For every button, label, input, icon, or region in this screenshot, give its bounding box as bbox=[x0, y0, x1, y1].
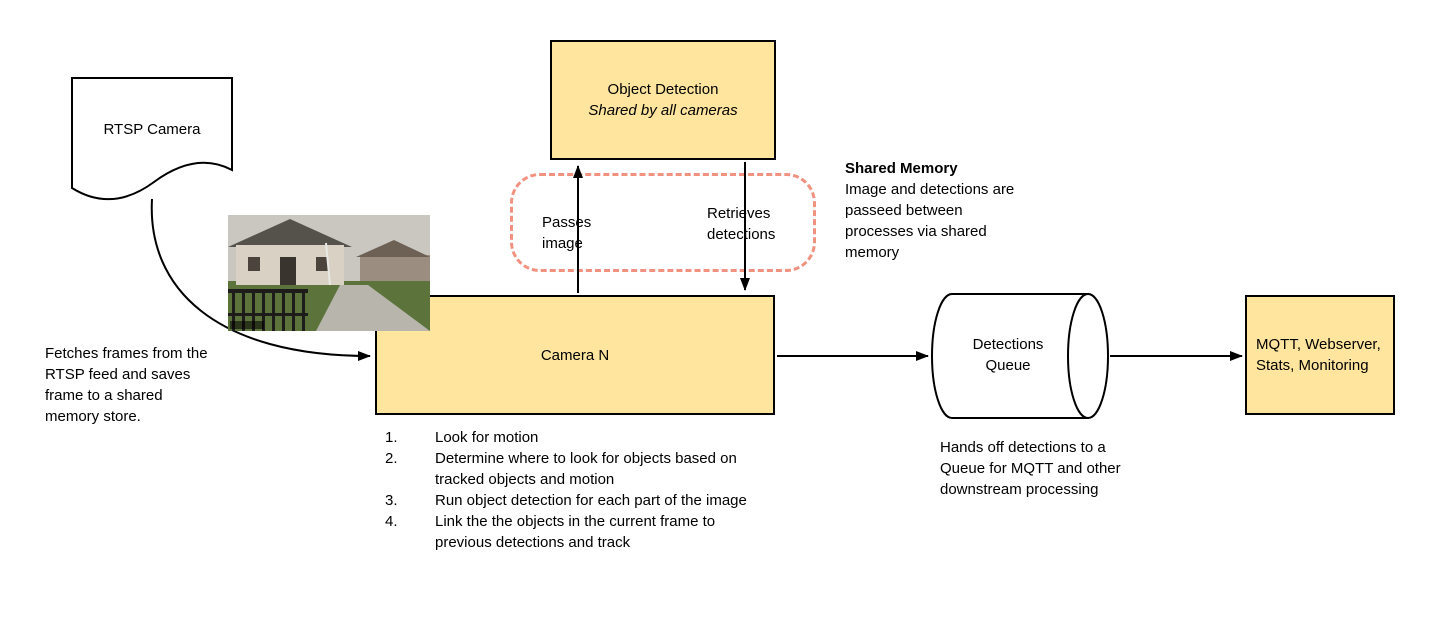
step-text: Run object detection for each part of th… bbox=[435, 492, 747, 509]
photo-door bbox=[280, 257, 296, 285]
camera-step-item: 1. Look for motion bbox=[385, 427, 785, 448]
photo-timestamp-overlay bbox=[230, 321, 264, 329]
mqtt-webserver-node: MQTT, Webserver, Stats, Monitoring bbox=[1245, 295, 1395, 415]
shared-memory-note: Shared Memory Image and detections are p… bbox=[845, 158, 1030, 263]
shared-memory-note-body: Image and detections are passeed between… bbox=[845, 181, 1015, 261]
step-text: Look for motion bbox=[435, 429, 539, 446]
detections-queue-label: Detections Queue bbox=[972, 336, 1044, 374]
object-detection-title: Object Detection bbox=[607, 81, 719, 98]
shared-memory-note-title: Shared Memory bbox=[845, 160, 958, 177]
camera-step-item: 3. Run object detection for each part of… bbox=[385, 490, 785, 511]
camera-n-label: Camera N bbox=[540, 346, 610, 364]
hands-off-note: Hands off detections to a Queue for MQTT… bbox=[940, 439, 1121, 498]
fetches-frames-note: Fetches frames from the RTSP feed and sa… bbox=[45, 345, 208, 425]
shared-memory-dashed-region bbox=[510, 173, 816, 272]
step-text: Determine where to look for objects base… bbox=[435, 450, 737, 488]
step-text: Link the the objects in the current fram… bbox=[435, 513, 716, 551]
passes-image-label: Passes image bbox=[542, 214, 592, 252]
object-detection-subtitle: Shared by all cameras bbox=[588, 102, 738, 119]
retrieves-detections-label: Retrieves detections bbox=[707, 205, 776, 243]
mqtt-webserver-label: MQTT, Webserver, Stats, Monitoring bbox=[1256, 336, 1381, 374]
step-number: 1. bbox=[385, 429, 398, 446]
camera-n-node: Camera N bbox=[375, 295, 775, 415]
camera-step-item: 4. Link the the objects in the current f… bbox=[385, 511, 785, 553]
detections-queue-cylinder-end bbox=[1067, 293, 1109, 419]
camera-steps-list: 1. Look for motion 2. Determine where to… bbox=[385, 427, 785, 553]
camera-snapshot-image bbox=[228, 215, 430, 331]
step-number: 2. bbox=[385, 450, 398, 467]
object-detection-node: Object Detection Shared by all cameras bbox=[550, 40, 776, 160]
rtsp-camera-label: RTSP Camera bbox=[103, 121, 201, 138]
camera-step-item: 2. Determine where to look for objects b… bbox=[385, 448, 785, 490]
photo-background-house bbox=[360, 255, 430, 283]
step-number: 3. bbox=[385, 492, 398, 509]
step-number: 4. bbox=[385, 513, 398, 530]
